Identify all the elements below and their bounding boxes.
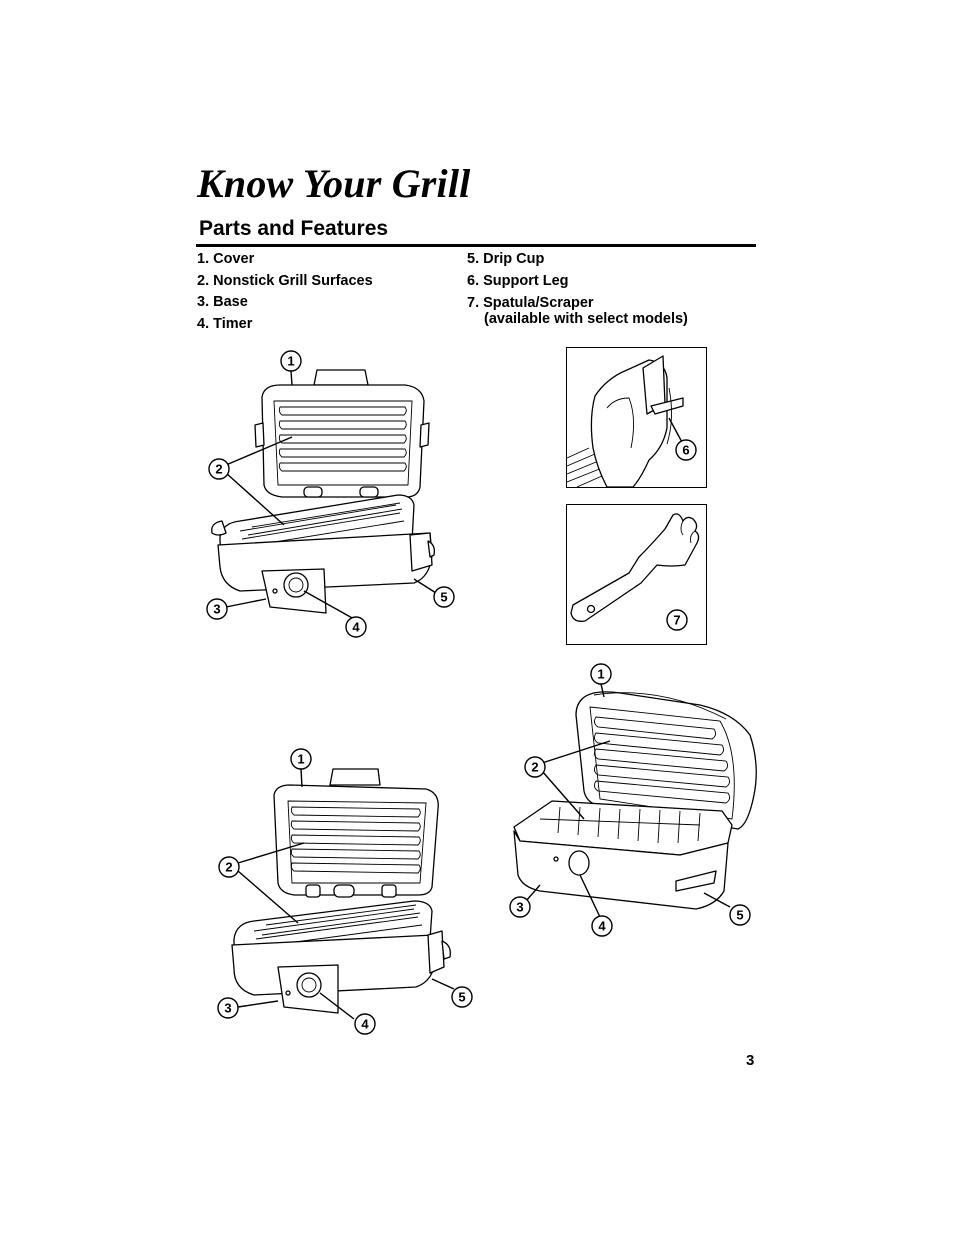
part-item-drip-cup: 5. Drip Cup [467,251,545,267]
svg-text:3: 3 [213,602,220,617]
part-item-spatula: 7. Spatula/Scraper (available with selec… [467,295,688,327]
support-leg-drawing [566,355,684,488]
svg-text:3: 3 [224,1001,231,1016]
spatula-drawing [570,513,700,622]
part-item-grill-surfaces: 2. Nonstick Grill Surfaces [197,273,373,289]
part-item-base: 3. Base [197,294,248,310]
svg-text:1: 1 [297,752,304,767]
grill-a-drawing [211,369,436,614]
callout-1: 1 [290,748,312,770]
callout-7: 7 [666,609,688,631]
svg-text:4: 4 [352,620,360,635]
part-item-timer: 4. Timer [197,316,253,332]
grill-b-drawing [231,768,451,1014]
callout-4: 4 [345,616,367,638]
svg-text:5: 5 [458,990,465,1005]
grill-c-leaders [525,683,731,918]
section-title: Parts and Features [199,217,389,240]
svg-text:2: 2 [225,860,232,875]
svg-text:5: 5 [440,590,447,605]
part-item-support-leg: 6. Support Leg [467,273,569,289]
callout-1: 1 [590,663,612,685]
svg-text:2: 2 [215,462,222,477]
part-item-spatula-label: 7. Spatula/Scraper [467,295,594,311]
callout-3: 3 [509,896,531,918]
grill-illustration-c: 1 2 3 4 5 [500,655,770,945]
callout-3: 3 [217,997,239,1019]
page-number: 3 [746,1052,755,1069]
grill-b-leaders [237,768,455,1020]
svg-text:5: 5 [736,908,743,923]
section-divider [196,244,756,247]
svg-text:7: 7 [673,613,680,628]
support-leg-leader [668,417,684,445]
callout-5: 5 [451,986,473,1008]
callout-5: 5 [729,904,751,926]
callout-3: 3 [206,598,228,620]
callout-2: 2 [208,458,230,480]
callout-2: 2 [218,856,240,878]
grill-a-leaders [225,370,437,620]
support-leg-inset: 6 [566,347,707,488]
page-title: Know Your Grill [197,161,471,206]
svg-text:6: 6 [682,443,689,458]
svg-text:1: 1 [287,354,294,369]
callout-2: 2 [524,756,546,778]
spatula-inset: 7 [566,504,707,645]
part-item-spatula-note: (available with select models) [484,311,688,327]
svg-text:2: 2 [531,760,538,775]
svg-text:4: 4 [361,1017,369,1032]
callout-4: 4 [354,1013,376,1035]
grill-illustration-b: 1 2 3 4 5 [210,745,480,1045]
grill-illustration-a: 1 2 3 4 5 [200,345,470,645]
part-item-cover: 1. Cover [197,251,255,267]
callout-6: 6 [675,439,697,461]
svg-text:1: 1 [597,667,604,682]
callout-5: 5 [433,586,455,608]
grill-c-drawing [513,691,757,910]
svg-text:4: 4 [598,919,606,934]
callout-4: 4 [591,915,613,937]
callout-1: 1 [280,350,302,372]
svg-text:3: 3 [516,900,523,915]
